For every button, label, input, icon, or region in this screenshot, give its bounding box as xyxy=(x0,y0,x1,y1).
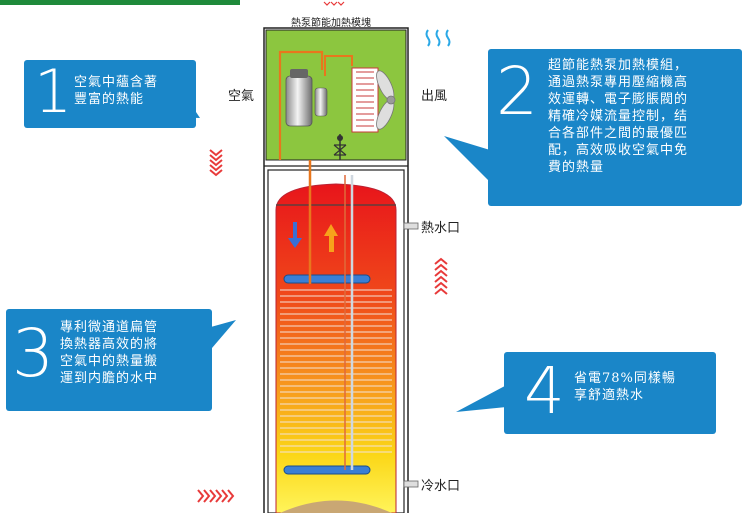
air-label: 空氣 xyxy=(228,89,255,104)
callout-2-tail xyxy=(444,136,492,184)
callout-4-text: 省電78%同樣暢 享舒適熱水 xyxy=(574,371,676,403)
callout-1-number: 1 xyxy=(34,57,73,127)
expansion-valve xyxy=(333,144,347,156)
hot-water-pipe xyxy=(403,222,419,230)
evaporator-coil xyxy=(351,67,379,133)
callout-4: 4 省電78%同樣暢 享舒適熱水 xyxy=(504,352,716,434)
callout-4-number: 4 xyxy=(524,355,565,429)
heating-tube-lower xyxy=(283,465,371,475)
microchannel-coils xyxy=(280,289,392,453)
down-arrow-blue xyxy=(288,222,302,248)
callout-3: 3 專利微通道扁管 換熱器高效的將 空氣中的熱量搬 運到内膽的水中 xyxy=(6,309,212,411)
module-title: 熱泵節能加熱模塊 xyxy=(291,18,371,29)
callout-3-text: 專利微通道扁管 換熱器高效的將 空氣中的熱量搬 運到内膽的水中 xyxy=(60,320,159,386)
chevron-top-marks xyxy=(323,1,345,6)
top-accent-bar xyxy=(0,0,240,5)
chevron-up-arrows xyxy=(434,257,448,295)
callout-2-text: 超節能熱泵加熱模組， 通過熱泵專用壓縮機高 效運轉、電子膨脹閥的 精確冷媒流量控… xyxy=(548,58,689,175)
tank-bottom xyxy=(280,500,392,513)
compressor-top xyxy=(290,69,308,78)
callout-1: 1 空氣中蘊含著 豐富的熱能 xyxy=(24,60,196,128)
callout-2: 2 超節能熱泵加熱模組， 通過熱泵專用壓縮機高 效運轉、電子膨脹閥的 精確冷媒流… xyxy=(488,49,742,206)
wind-out-icon xyxy=(425,29,451,47)
callout-3-number: 3 xyxy=(12,315,54,392)
chevron-down-arrows xyxy=(209,149,223,177)
accumulator xyxy=(314,87,328,117)
up-arrow-orange xyxy=(324,224,338,252)
hot-water-outlet-label: 熱水口 xyxy=(421,221,461,236)
callout-4-tail xyxy=(456,380,516,412)
tank-water xyxy=(275,183,397,513)
fan xyxy=(376,70,396,130)
callout-1-text: 空氣中蘊含著 豐富的熱能 xyxy=(74,75,159,107)
compressor xyxy=(285,75,313,127)
chevron-right-arrows xyxy=(197,489,235,503)
callout-2-number: 2 xyxy=(496,53,538,130)
cold-water-pipe xyxy=(403,480,419,488)
cold-water-inlet-label: 冷水口 xyxy=(421,479,461,494)
heating-tube-upper xyxy=(283,274,371,284)
wind-out-label: 出風 xyxy=(421,89,448,104)
